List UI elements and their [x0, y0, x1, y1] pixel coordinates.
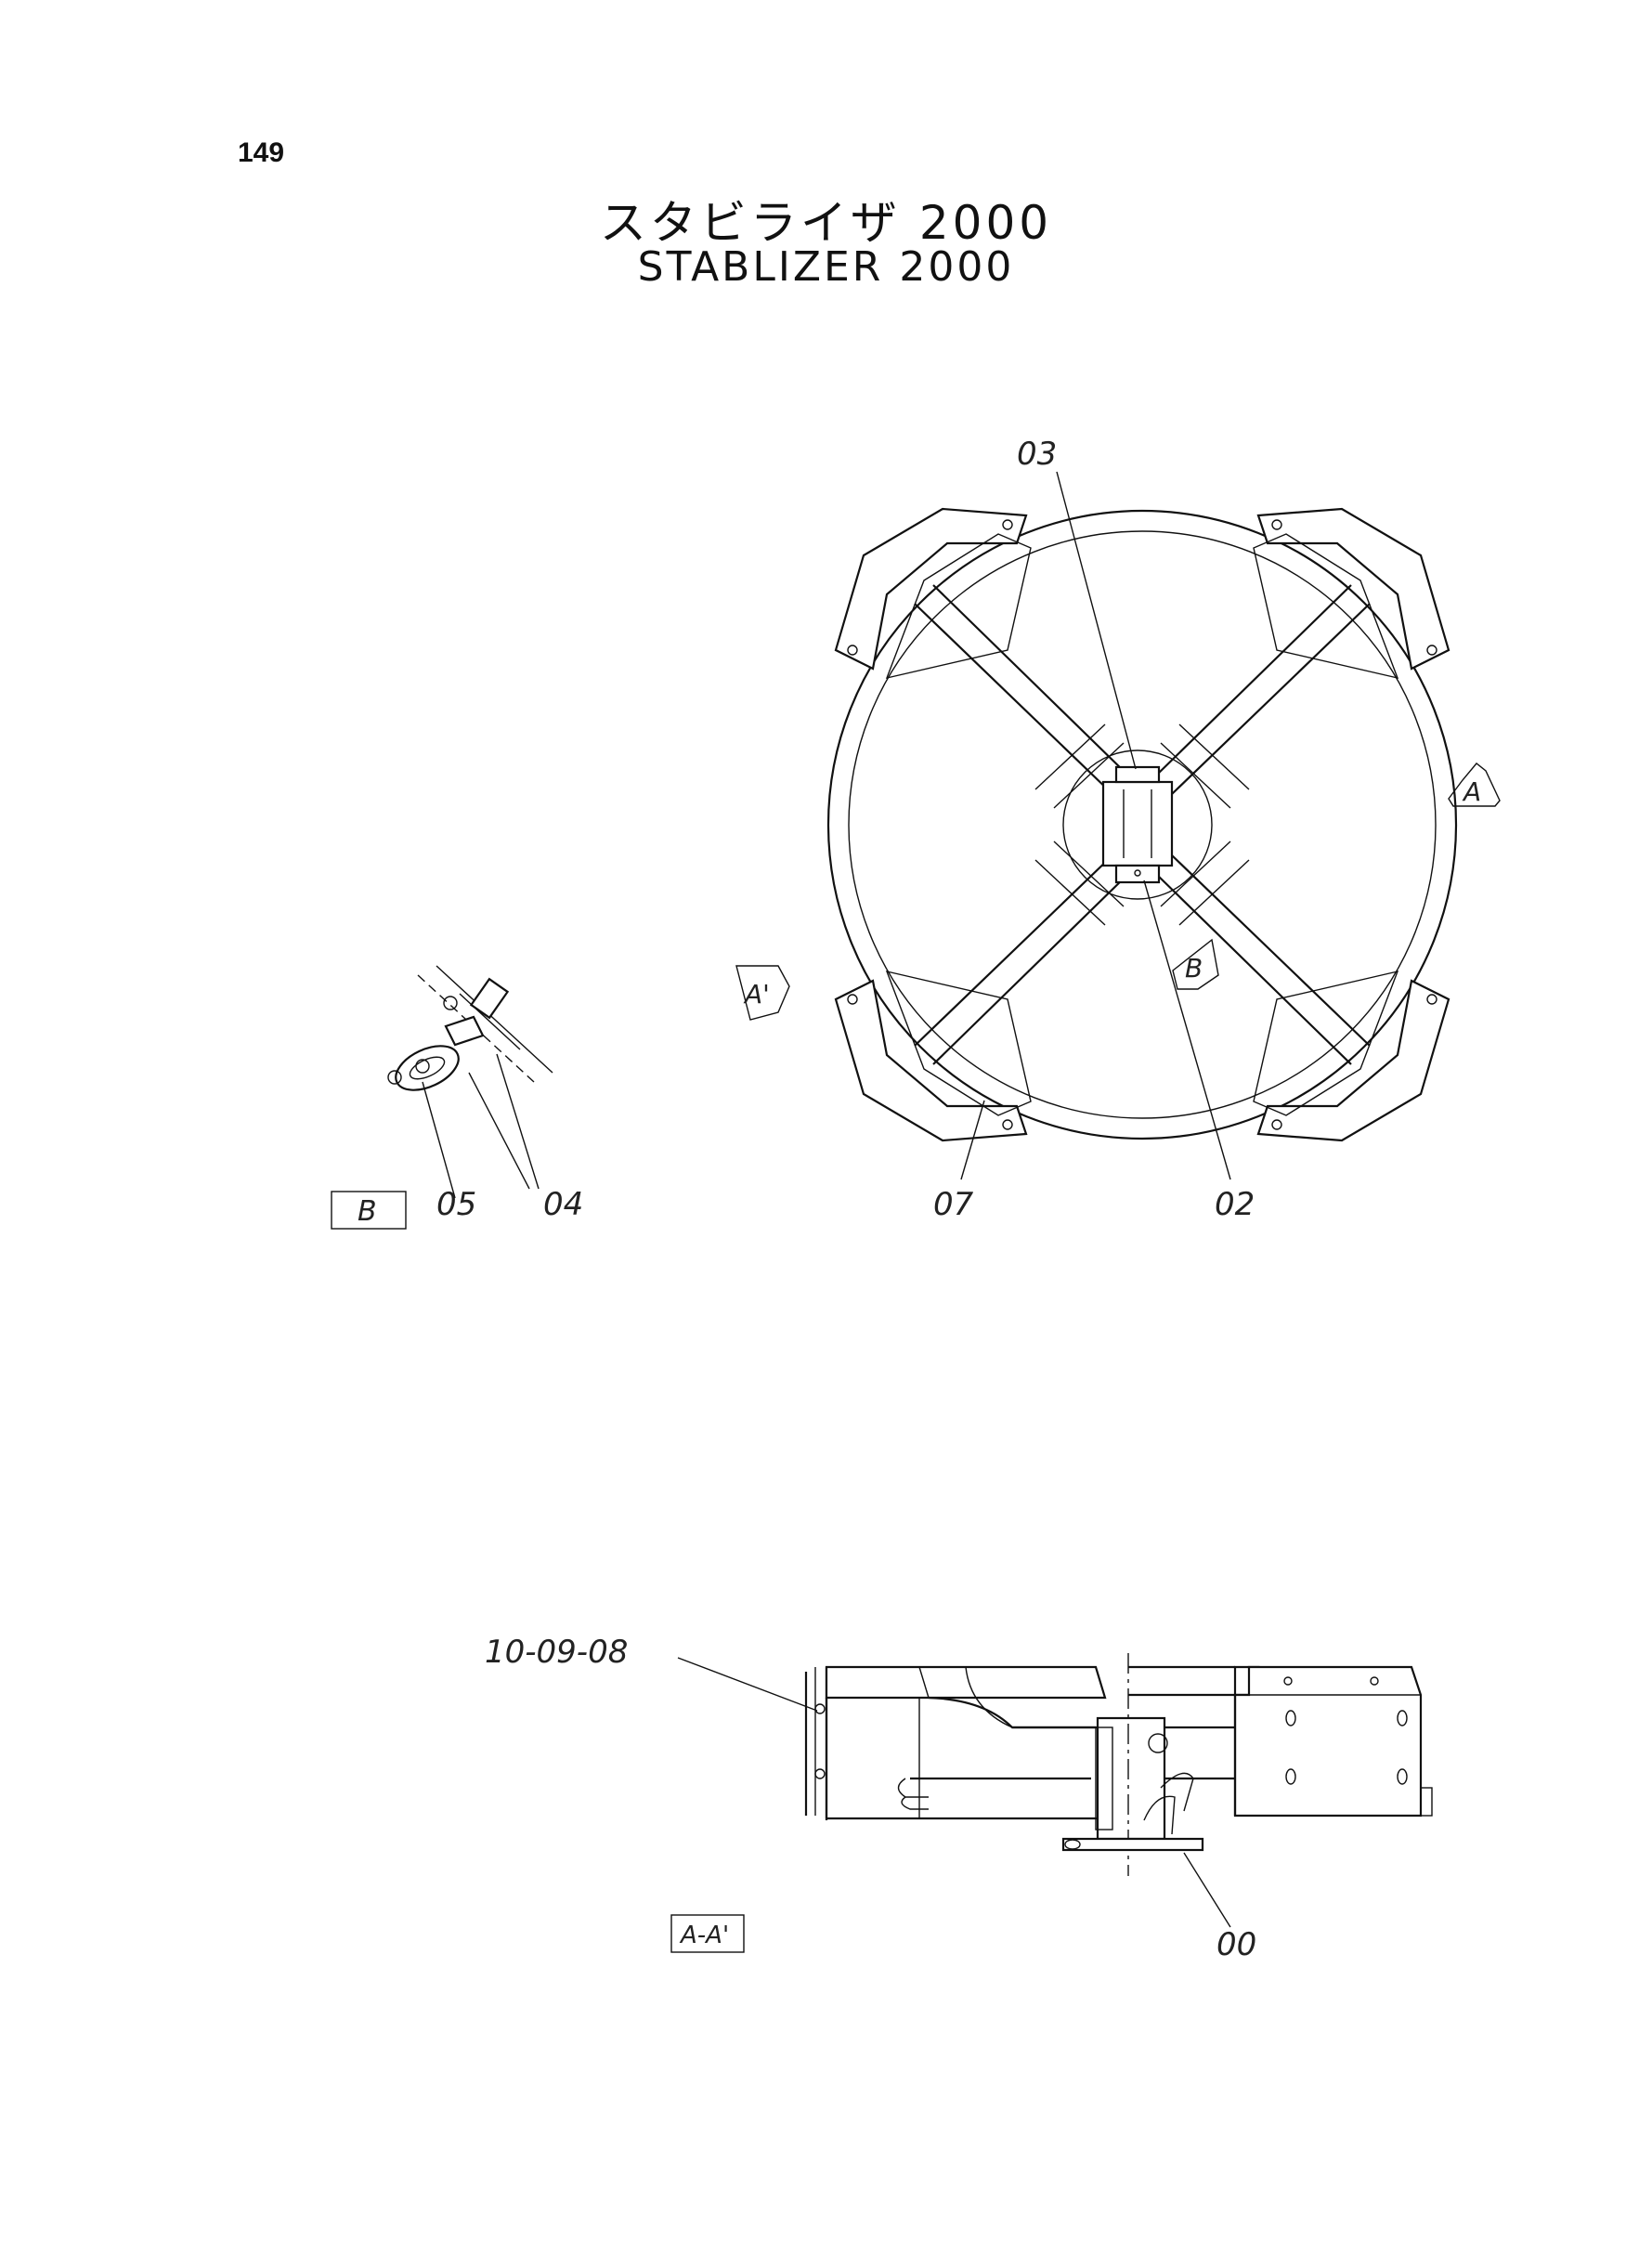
callout-02: 02 [1215, 1186, 1255, 1223]
view-label-b: B [331, 1191, 407, 1230]
view-marker-a: A [1448, 762, 1501, 807]
page-number: 149 [238, 137, 285, 168]
callout-04: 04 [543, 1186, 583, 1223]
leader-03 [1056, 471, 1137, 770]
gusset-top-left [885, 533, 1032, 679]
leader-07 [960, 1100, 985, 1180]
leader-02 [1143, 879, 1231, 1180]
svg-text:A': A' [743, 979, 770, 1010]
title-english: STABLIZER 2000 [637, 243, 1015, 291]
hub-top-lug [1114, 765, 1161, 784]
gusset-top-right [1253, 533, 1399, 679]
section-a-a-view [677, 1653, 1433, 1928]
view-marker-b: B [1172, 938, 1219, 990]
stabilizer-top-view [826, 471, 1458, 1180]
callout-03: 03 [1017, 436, 1057, 473]
title-japanese: スタビライザ 2000 [599, 196, 1053, 250]
inner-rim [848, 530, 1437, 1119]
hub-block [1101, 780, 1174, 867]
corner-bracket-bottom-right [1256, 979, 1450, 1142]
view-label-a-a: A-A' [670, 1914, 745, 1953]
view-marker-a-prime: A' [735, 965, 790, 1021]
gusset-bottom-right [1253, 971, 1399, 1116]
corner-bracket-top-left [834, 507, 1028, 671]
hub-bottom-lug [1114, 864, 1161, 884]
corner-bracket-top-right [1256, 507, 1450, 671]
svg-text:B: B [1185, 953, 1203, 984]
hub-ring [1062, 749, 1213, 900]
corner-bracket-bottom-left [834, 979, 1028, 1142]
spokes [914, 584, 1371, 1065]
callout-05: 05 [436, 1186, 476, 1223]
callout-07: 07 [933, 1186, 974, 1223]
callout-00: 00 [1216, 1926, 1256, 1963]
callout-10-09-08: 10-09-08 [485, 1634, 628, 1671]
outer-rim [826, 509, 1458, 1140]
svg-text:B: B [358, 1195, 377, 1228]
spoke-crossbars [1034, 723, 1250, 926]
svg-text:A-A': A-A' [679, 1922, 729, 1949]
detail-b-view [387, 965, 553, 1199]
svg-text:A: A [1462, 776, 1481, 807]
gusset-bottom-left [885, 971, 1032, 1116]
